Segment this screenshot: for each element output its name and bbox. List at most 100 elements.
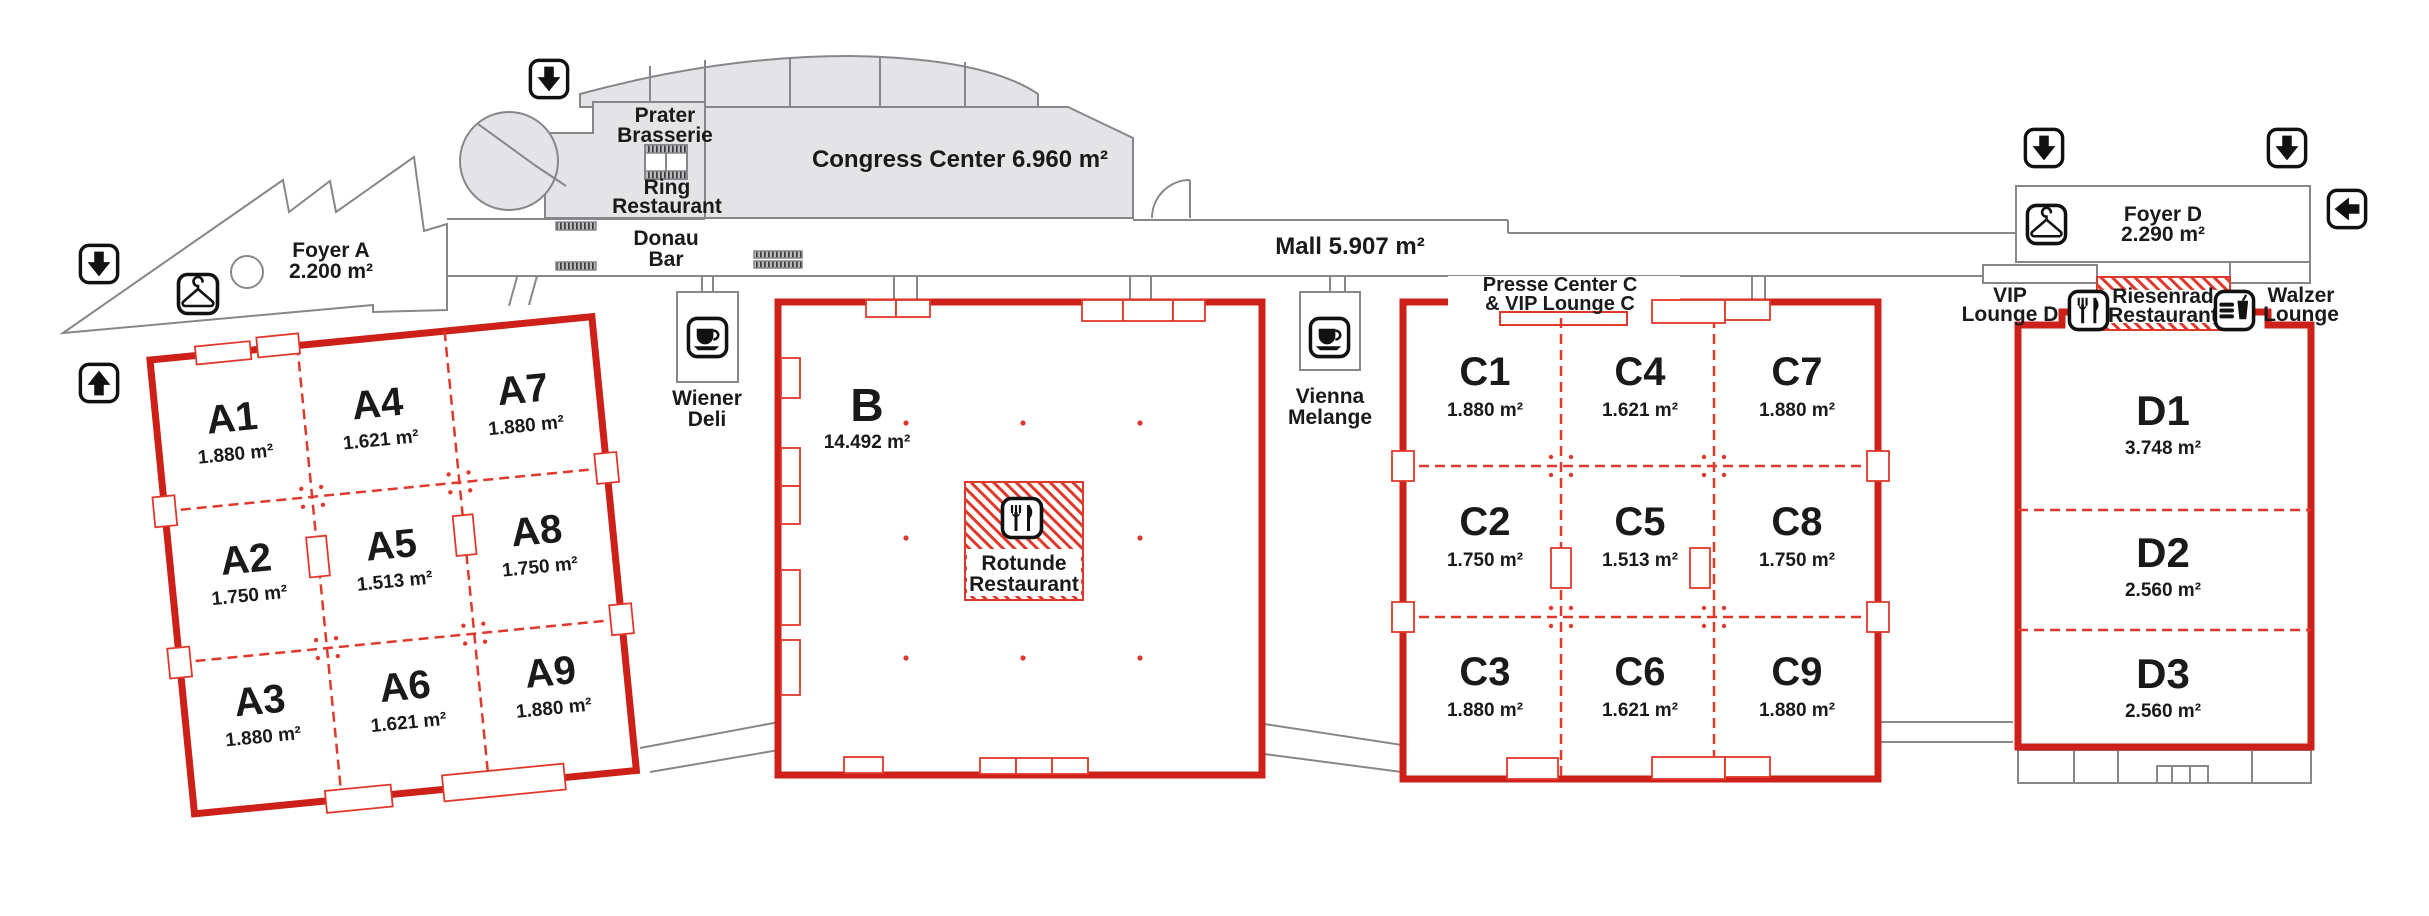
hall-b-size: 14.492 m²: [824, 432, 911, 453]
riesenrad-label-1: Riesenrad: [2112, 285, 2214, 308]
foyer-d-annex-right: [2229, 261, 2311, 284]
presse-label-backing: [1448, 276, 1680, 316]
presse-center-label-1: Presse Center C: [1483, 274, 1638, 296]
restaurant-cutlery-icon: [1003, 499, 1042, 538]
hall-d[interactable]: D1 3.748 m² D2 2.560 m² D3 2.560 m² Ries…: [2014, 276, 2315, 751]
cloakroom-hanger-icon: [2027, 205, 2065, 243]
hall-a-border[interactable]: [146, 312, 641, 818]
hall-c-cell-label: C5: [1614, 500, 1665, 544]
foyer-a-outline: [59, 155, 448, 335]
hall-a-cell-label: A7: [495, 365, 550, 414]
hall-b-label: B: [850, 379, 883, 431]
foyer-a-name: Foyer A: [292, 239, 369, 262]
ring-restaurant-label-2: Restaurant: [612, 195, 722, 218]
escalator-icon: [753, 250, 803, 259]
hall-c-cell-label: C4: [1614, 350, 1666, 394]
vip-lounge-d-label-1: VIP: [1993, 284, 2027, 307]
hall-d-border[interactable]: [2014, 308, 2315, 751]
vip-lounge-d-label-2: Lounge D: [1962, 303, 2059, 326]
hall-c-cell-size: 1.880 m²: [1447, 400, 1523, 421]
mall-corridor-line: [1133, 219, 2016, 234]
escalator-icon: [555, 221, 597, 231]
hall-b[interactable]: B 14.492 m² Rotunde Restaurant: [774, 298, 1266, 779]
hall-c-cell-size: 1.880 m²: [1447, 700, 1523, 721]
hall-a-grid-dots: [299, 470, 488, 661]
down-arrow-icon: [80, 245, 117, 282]
rotunda-circle: [459, 111, 559, 211]
left-arrow-icon: [2328, 190, 2365, 227]
down-arrow-icon: [2268, 129, 2305, 166]
hall-c-cell-label: C9: [1771, 650, 1822, 694]
foyer-a-column: [230, 255, 264, 289]
riesenrad-label-2: Restaurant: [2108, 304, 2218, 327]
hall-c-cell-label: C7: [1771, 350, 1822, 394]
rotunde-restaurant[interactable]: Rotunde Restaurant: [964, 481, 1084, 601]
hall-c-grid-dots: [1548, 454, 1727, 629]
hall-c-cell-size: 1.621 m²: [1602, 400, 1678, 421]
hall-c-cell-label: C3: [1459, 650, 1510, 694]
hall-d-cell-size: 3.748 m²: [2125, 438, 2201, 459]
cloakroom-hanger-icon: [179, 275, 218, 314]
hall-a-cell-label: A9: [523, 648, 578, 697]
foyer-d-size: 2.290 m²: [2121, 223, 2205, 246]
congress-roof: [579, 54, 1039, 108]
vienna-melange-label-2: Melange: [1288, 406, 1372, 429]
wiener-deli-label-1: Wiener: [672, 387, 742, 410]
hall-a-cell-label: A6: [377, 662, 432, 711]
presse-center-label-2: & VIP Lounge C: [1485, 293, 1635, 315]
prater-brasserie-label-2: Brasserie: [617, 124, 713, 147]
hall-a-cell-label: A2: [218, 535, 273, 584]
escalator-icon: [555, 261, 597, 271]
hall-c-cell-size: 1.880 m²: [1759, 400, 1835, 421]
escalator-icon: [753, 260, 803, 269]
hall-c-border[interactable]: [1399, 298, 1882, 783]
hall-c-cell-size: 1.750 m²: [1447, 550, 1523, 571]
foyer-d-name: Foyer D: [2124, 203, 2202, 226]
hall-c-cell-size: 1.750 m²: [1759, 550, 1835, 571]
label-layer: Foyer A 2.200 m² Congress Center 6.960 m…: [289, 104, 2339, 431]
rotunde-label-2: Restaurant: [969, 573, 1079, 596]
hall-a-cell-label: A3: [232, 677, 287, 726]
hall-c-cell-label: C1: [1459, 350, 1510, 394]
hall-c[interactable]: C1 1.880 m² C4 1.621 m² C7 1.880 m² C2 1…: [1391, 276, 1890, 783]
walzer-lounge-label-2: Lounge: [2263, 303, 2339, 326]
mall-label: Mall 5.907 m²: [1275, 233, 1424, 260]
up-arrow-icon: [80, 364, 117, 401]
rotunde-label-1: Rotunde: [981, 552, 1066, 575]
vienna-melange-label-1: Vienna: [1296, 385, 1365, 408]
restaurant-cutlery-icon: [2069, 291, 2107, 329]
hall-d-cell-size: 2.560 m²: [2125, 701, 2201, 722]
hall-a-cell-label: A4: [350, 380, 406, 429]
foyer-a-size: 2.200 m²: [289, 260, 373, 283]
hall-a-cell-label: A1: [204, 394, 259, 443]
hall-d-cell-size: 2.560 m²: [2125, 580, 2201, 601]
hall-a-cell-label: A5: [364, 521, 419, 570]
coffee-cup-icon: [688, 318, 726, 356]
hall-c-cell-label: C8: [1771, 500, 1822, 544]
congress-center-label: Congress Center 6.960 m²: [812, 146, 1108, 173]
hall-c-cell-size: 1.513 m²: [1602, 550, 1678, 571]
hall-c-cell-size: 1.621 m²: [1602, 700, 1678, 721]
hall-d-partition-lines: [2018, 508, 2311, 632]
down-arrow-icon: [530, 60, 567, 97]
foyer-d-annex-left: [1982, 264, 2098, 284]
corridor-a-b: [639, 721, 780, 773]
hall-d-cell-label: D2: [2136, 529, 2190, 576]
riesenrad-restaurant[interactable]: Riesenrad Restaurant: [2096, 276, 2231, 331]
hall-c-cell-size: 1.880 m²: [1759, 700, 1835, 721]
hall-a[interactable]: A1 1.880 m² A4 1.621 m² A7 1.880 m² A2 1…: [138, 304, 649, 827]
snack-bar-icon: [2215, 291, 2253, 329]
walzer-lounge-label-1: Walzer: [2268, 284, 2335, 307]
hall-c-cell-label: C2: [1459, 500, 1510, 544]
wiener-deli-label-2: Deli: [688, 408, 727, 431]
hall-d-cell-label: D1: [2136, 387, 2190, 434]
donau-bar-label-1: Donau: [633, 227, 698, 250]
hall-d-cell-label: D3: [2136, 650, 2190, 697]
down-arrow-icon: [2025, 129, 2062, 166]
prater-brasserie-label-1: Prater: [635, 104, 696, 127]
building-outline-layer: [59, 54, 2312, 784]
ring-restaurant-label-1: Ring: [644, 176, 691, 199]
coffee-cup-icon: [1310, 318, 1348, 356]
